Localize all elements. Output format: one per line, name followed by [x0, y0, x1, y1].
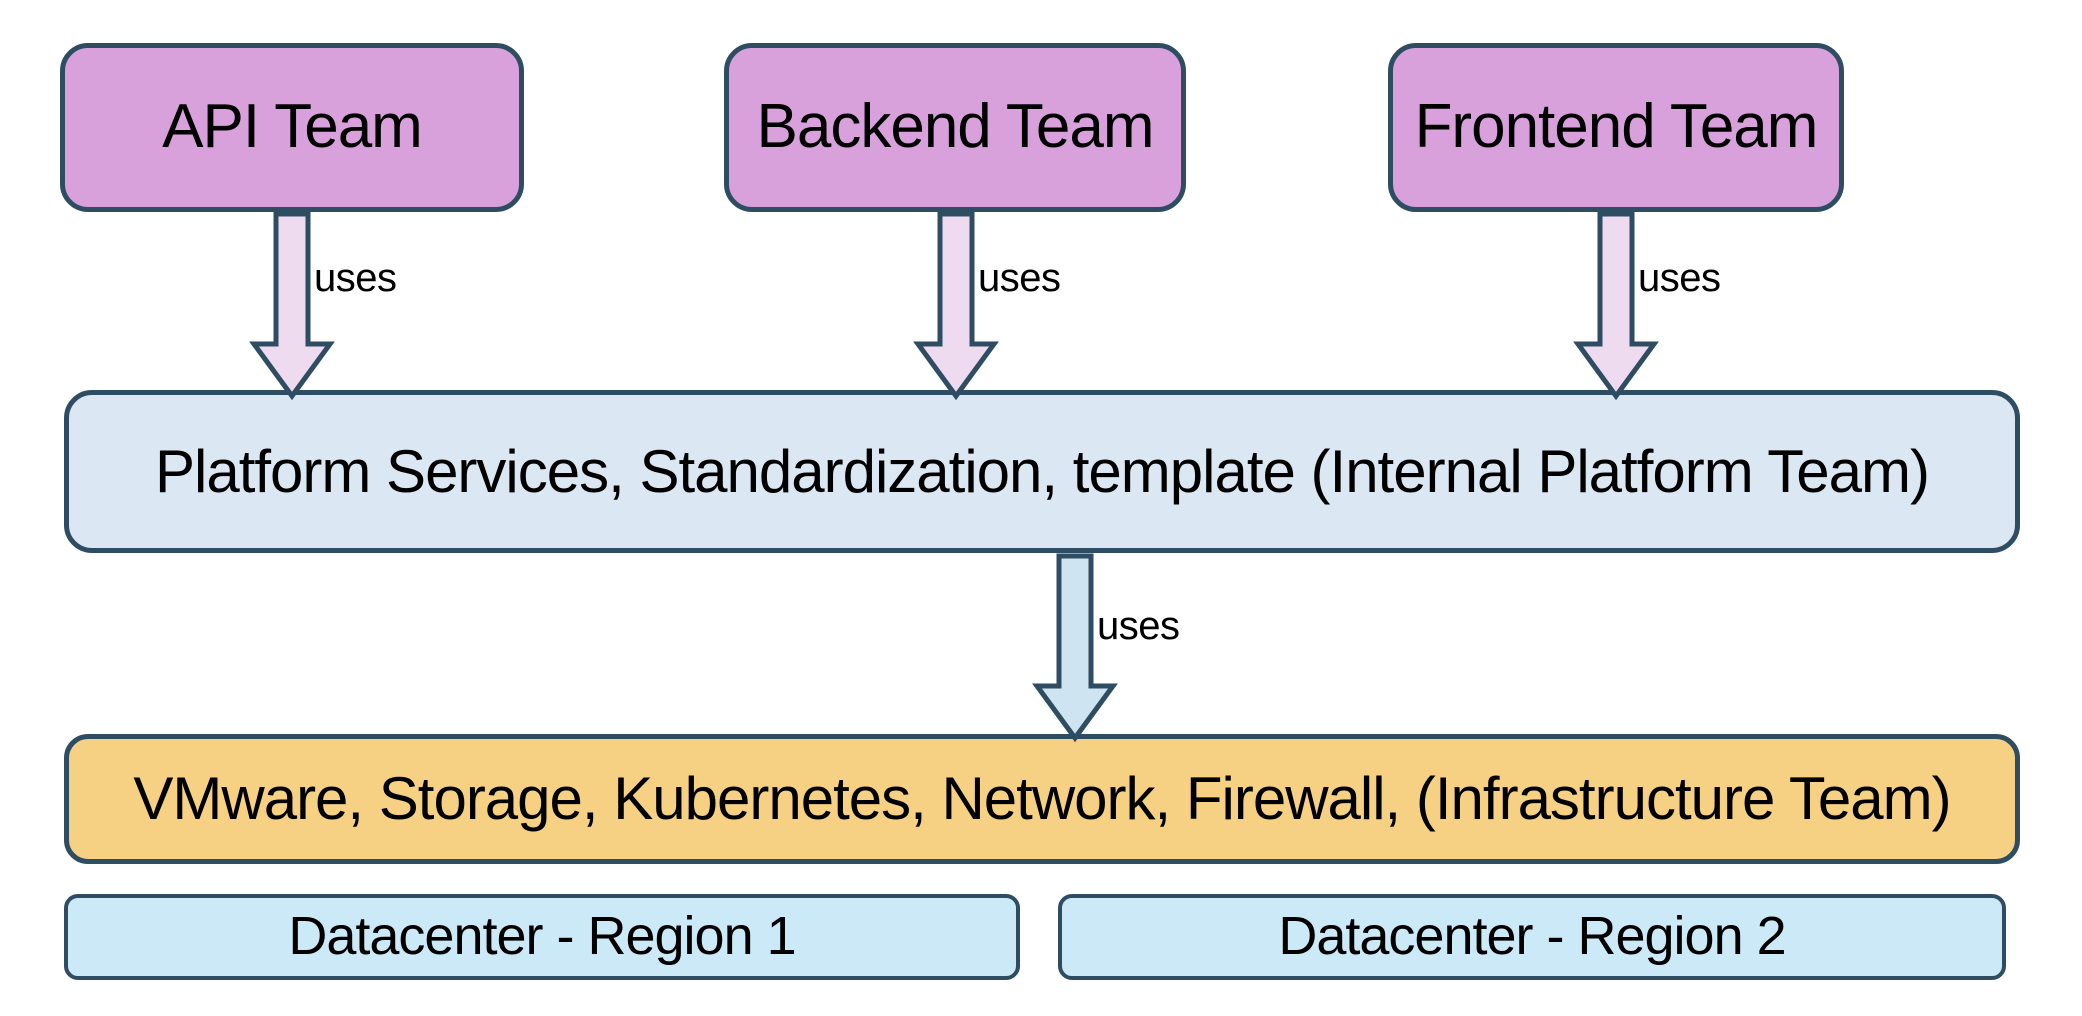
uses-label-backend: uses — [978, 256, 1061, 300]
uses-label-frontend: uses — [1638, 256, 1721, 300]
node-infrastructure: VMware, Storage, Kubernetes, Network, Fi… — [64, 734, 2020, 864]
platform-to-infrastructure-arrow — [1032, 553, 1118, 743]
backend-to-platform-arrow — [913, 211, 999, 401]
uses-label-platform: uses — [1097, 604, 1180, 648]
node-infrastructure-label: VMware, Storage, Kubernetes, Network, Fi… — [133, 765, 1951, 832]
node-api-team-label: API Team — [162, 92, 423, 162]
node-frontend-team-label: Frontend Team — [1414, 92, 1819, 162]
api-to-platform-arrow — [249, 211, 335, 401]
node-frontend-team: Frontend Team — [1388, 43, 1844, 212]
uses-label-api: uses — [314, 256, 397, 300]
node-backend-team: Backend Team — [724, 43, 1186, 212]
node-platform-services: Platform Services, Standardization, temp… — [64, 390, 2020, 553]
node-backend-team-label: Backend Team — [756, 92, 1155, 162]
node-api-team: API Team — [60, 43, 524, 212]
node-datacenter-region-1-label: Datacenter - Region 1 — [288, 906, 796, 967]
node-datacenter-region-2: Datacenter - Region 2 — [1058, 894, 2006, 980]
node-platform-services-label: Platform Services, Standardization, temp… — [154, 437, 1930, 505]
frontend-to-platform-arrow — [1573, 211, 1659, 401]
node-datacenter-region-2-label: Datacenter - Region 2 — [1278, 906, 1786, 967]
node-datacenter-region-1: Datacenter - Region 1 — [64, 894, 1020, 980]
